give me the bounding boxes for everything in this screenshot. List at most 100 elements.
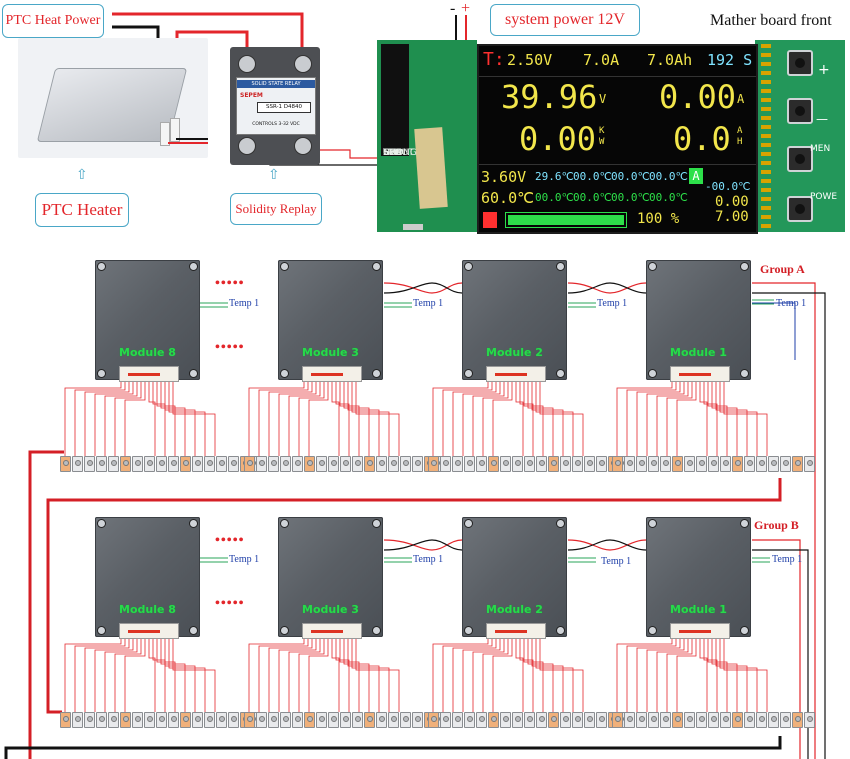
plus-button[interactable] — [787, 50, 813, 76]
balance-lead — [339, 380, 360, 456]
terminal — [120, 712, 131, 728]
balance-lead — [152, 380, 166, 456]
lcd-current-unit: A — [737, 92, 745, 106]
terminal — [292, 712, 303, 728]
terminal — [364, 712, 375, 728]
terminal — [388, 712, 399, 728]
terminal — [648, 712, 659, 728]
lcd-max-temp: 60.0℃ — [481, 189, 534, 207]
balance-lead — [492, 637, 513, 712]
balance-lead — [258, 637, 309, 712]
terminal — [720, 712, 731, 728]
ellipsis-dots: ••••• — [215, 340, 245, 355]
terminal — [428, 712, 439, 728]
lcd-capacity: 7.0Ah — [647, 51, 693, 69]
lcd-value-b: 7.00 — [715, 209, 749, 225]
terminal — [108, 456, 119, 472]
terminal — [216, 712, 227, 728]
lcd-amphours: 0.0 — [673, 120, 731, 158]
balance-lead — [723, 637, 768, 712]
terminal — [96, 456, 107, 472]
terminal — [804, 456, 815, 472]
balance-lead — [148, 380, 156, 456]
balance-lead — [268, 380, 313, 456]
module-name: Module 8 — [119, 603, 176, 616]
balance-leads — [64, 380, 768, 712]
terminal — [156, 712, 167, 728]
module-name: Module 8 — [119, 346, 176, 359]
balance-lead — [711, 380, 738, 456]
balance-lead — [156, 637, 176, 712]
terminal — [364, 456, 375, 472]
balance-lead — [666, 380, 693, 456]
balance-lead — [462, 380, 501, 456]
terminal — [352, 456, 363, 472]
balance-lead — [676, 380, 697, 456]
menu-button[interactable] — [787, 146, 813, 172]
terminal — [732, 456, 743, 472]
group-b-link-2-1b — [567, 539, 647, 551]
balance-lead — [442, 637, 493, 712]
balance-lead — [152, 637, 166, 712]
terminal — [72, 712, 83, 728]
balance-lead — [707, 637, 728, 712]
relay-title: SOLID STATE RELAY — [237, 80, 315, 88]
lcd-step-voltage: 2.50V — [507, 51, 553, 69]
terminal — [596, 456, 607, 472]
minus-button[interactable] — [787, 98, 813, 124]
terminal — [60, 456, 71, 472]
terminal — [756, 456, 767, 472]
terminal — [708, 712, 719, 728]
terminal — [144, 456, 155, 472]
balance-lead — [442, 380, 493, 456]
terminal — [684, 712, 695, 728]
lcd-cell-voltage: 3.60V — [481, 168, 527, 186]
balance-lead — [84, 380, 130, 456]
group-b-module-2: Module 2 — [462, 517, 567, 639]
balance-lead — [711, 637, 738, 712]
temp-note: Temp 1 — [772, 554, 803, 565]
main-board-pcb: 5VOUT TMIN CHONG HPA SCL SDA GND — [377, 40, 477, 232]
module-name: Module 3 — [302, 346, 359, 359]
terminal — [476, 712, 487, 728]
balance-lead — [335, 637, 350, 712]
lcd-power-unit: K W — [599, 126, 605, 147]
balance-lead — [452, 380, 497, 456]
terminal — [672, 712, 683, 728]
terminal — [228, 456, 239, 472]
balance-lead — [268, 637, 313, 712]
balance-lead — [519, 637, 534, 712]
terminal — [768, 712, 779, 728]
temp-note: Temp 1 — [776, 298, 807, 309]
mather-board-label: Mather board front — [710, 12, 832, 29]
lcd-temp-3: 00.0℃ — [611, 170, 650, 183]
balance-lead — [258, 380, 309, 456]
module-name: Module 2 — [486, 603, 543, 616]
terminal — [804, 712, 815, 728]
module-name: Module 3 — [302, 603, 359, 616]
terminal — [672, 456, 683, 472]
balance-lead — [308, 637, 329, 712]
balance-lead — [703, 637, 718, 712]
terminal — [280, 712, 291, 728]
balance-lead — [715, 637, 748, 712]
ellipsis-dots: ••••• — [215, 276, 245, 291]
group-a-module-2: Module 2 — [462, 260, 567, 382]
ptc-power-red-wire — [112, 12, 304, 58]
balance-lead — [355, 380, 400, 456]
relay-brand: SEPEM — [240, 92, 263, 99]
terminal — [500, 456, 511, 472]
balance-lead — [515, 637, 524, 712]
terminal-block — [428, 712, 631, 728]
terminal — [204, 456, 215, 472]
main-black-wire — [4, 736, 782, 759]
terminal — [464, 712, 475, 728]
terminal — [316, 456, 327, 472]
module-name: Module 1 — [670, 603, 727, 616]
terminal — [180, 712, 191, 728]
lcd-temp-5: 00.0℃ — [535, 191, 574, 204]
terminal — [304, 456, 315, 472]
terminal — [636, 456, 647, 472]
power-button[interactable] — [787, 196, 813, 222]
terminal — [268, 712, 279, 728]
